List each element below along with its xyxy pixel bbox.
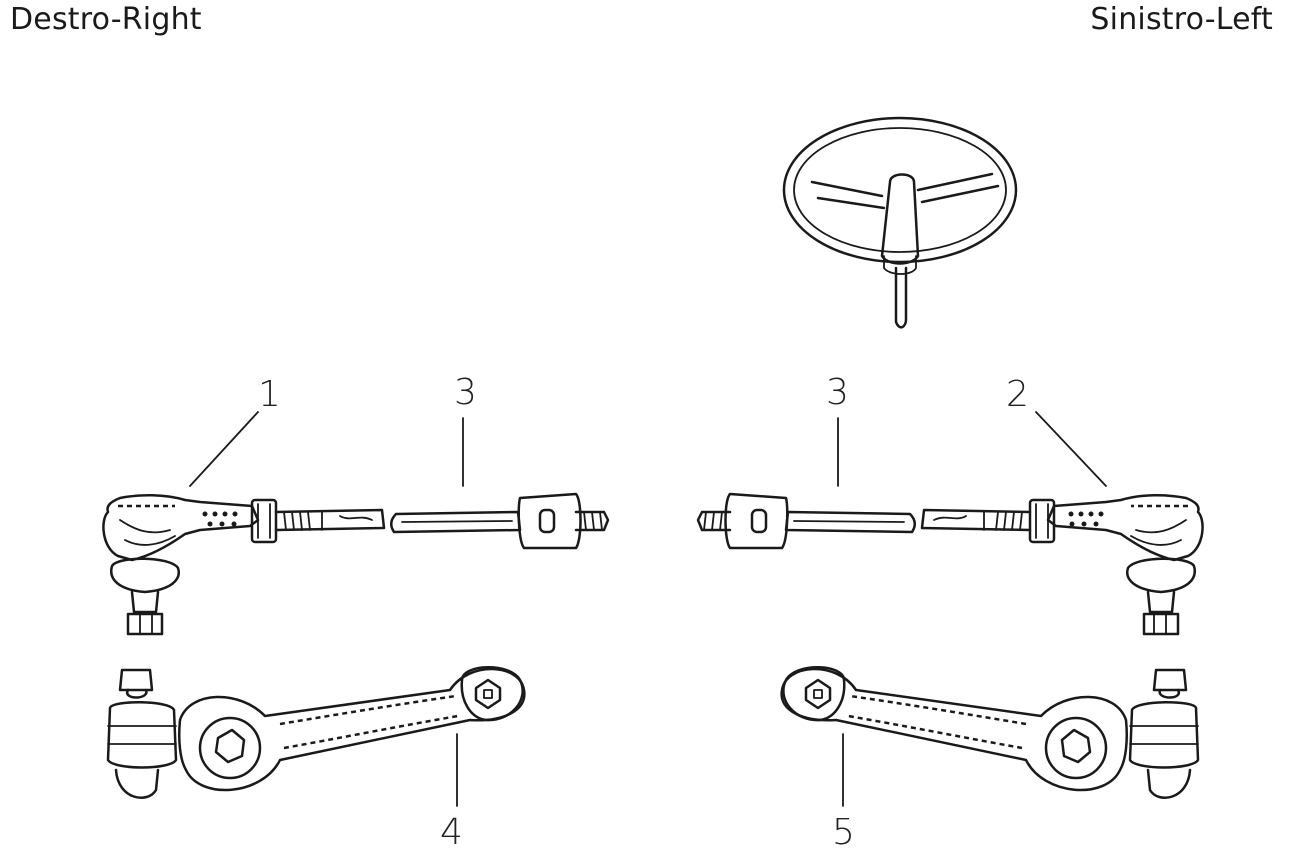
leader-line-2 (1035, 411, 1107, 487)
callout-3-right: 3 (826, 372, 849, 413)
right-inner-tie-rod-part-3 (389, 492, 610, 550)
callout-4: 4 (440, 812, 463, 849)
steering-wheel (782, 116, 1018, 329)
left-tie-rod-end-part-2 (920, 493, 1204, 636)
destro-right-label: Destro-Right (10, 2, 202, 37)
left-steering-arm-part-5 (780, 665, 1200, 799)
callout-3-left: 3 (454, 372, 477, 413)
leader-line-1 (189, 411, 259, 487)
callout-1: 1 (258, 374, 281, 415)
right-steering-arm-part-4 (106, 665, 526, 799)
right-tie-rod-end-part-1 (102, 493, 386, 636)
left-inner-tie-rod-part-3 (696, 492, 917, 550)
callout-2: 2 (1006, 374, 1029, 415)
sinistro-left-label: Sinistro-Left (1090, 2, 1273, 37)
callout-5: 5 (832, 812, 855, 849)
